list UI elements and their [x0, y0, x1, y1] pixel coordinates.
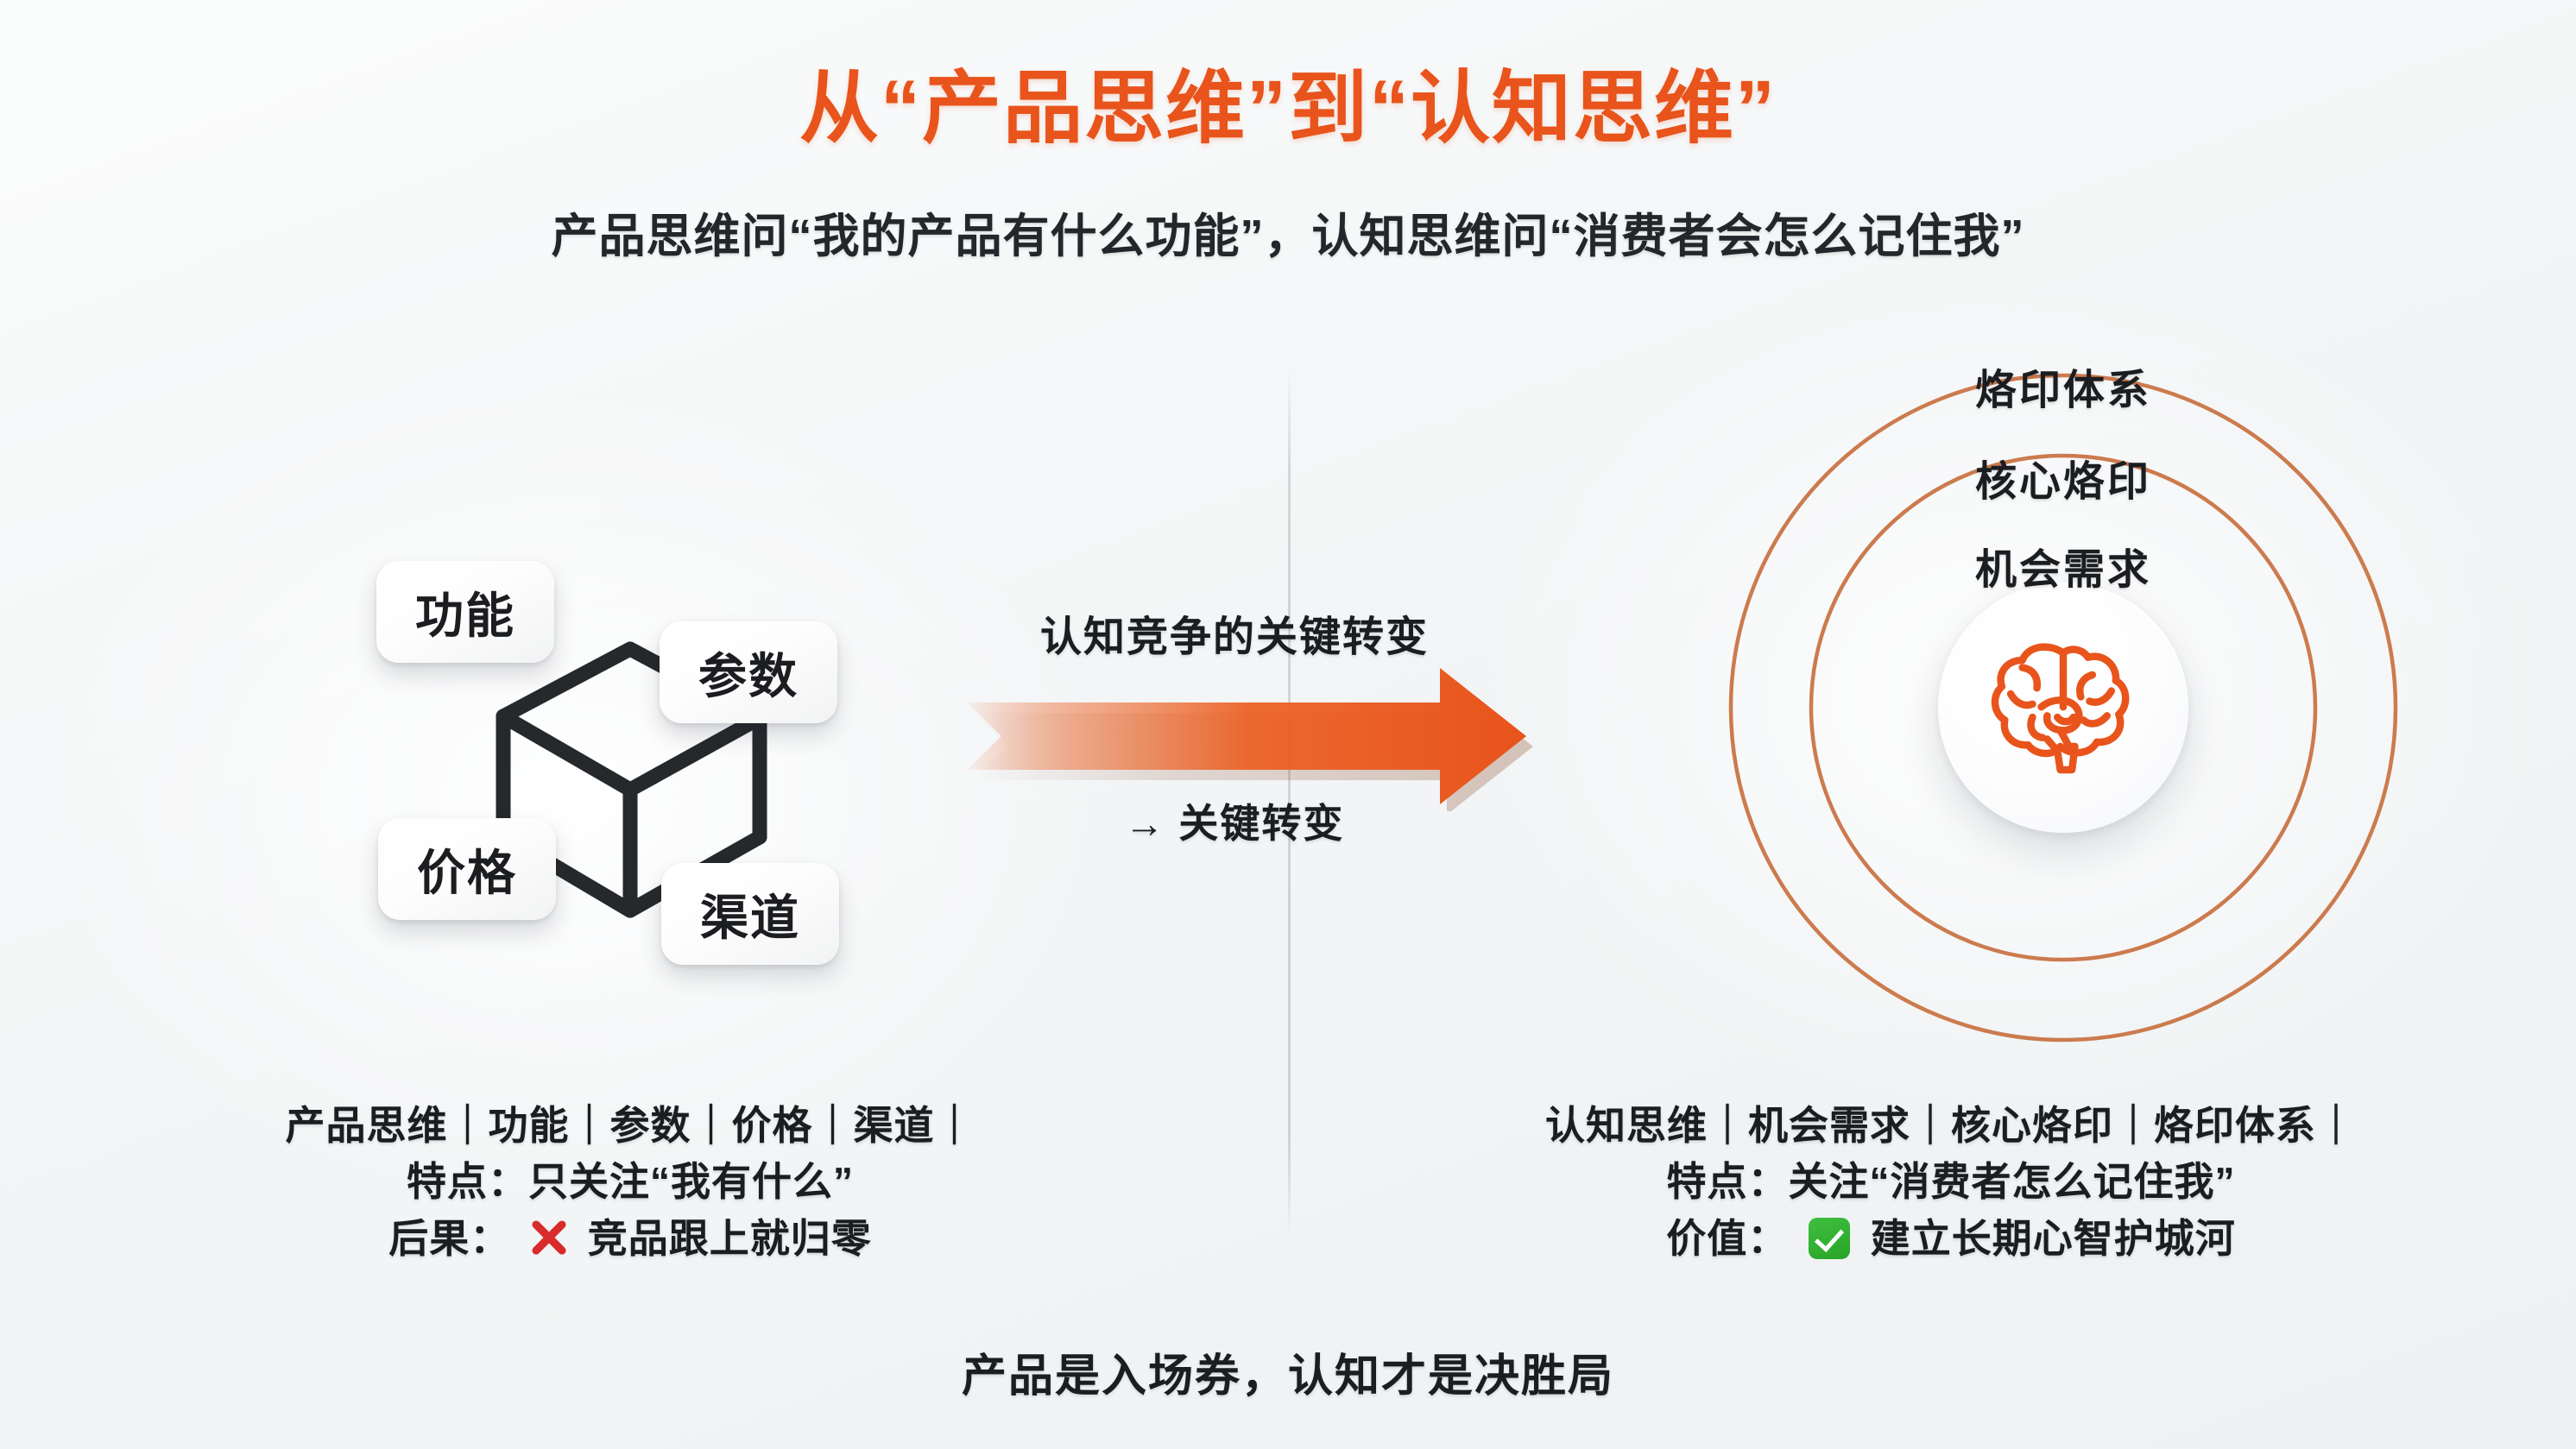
- right-summary-block: 认知思维｜机会需求｜核心烙印｜烙印体系｜ 特点：关注“消费者怎么记住我” 价值：…: [1424, 1098, 2478, 1267]
- left-summary-trait: 特点：只关注“我有什么”: [407, 1159, 854, 1205]
- product-cube-diagram: 功能 参数 价格 渠道: [371, 518, 906, 965]
- right-value-prefix: 价值：: [1666, 1215, 1789, 1261]
- cube-chip-jiage[interactable]: 价格: [378, 818, 556, 920]
- footer-slogan: 产品是入场券，认知才是决胜局: [961, 1351, 1614, 1402]
- right-summary-chain: 认知思维｜机会需求｜核心烙印｜烙印体系｜: [1545, 1103, 2357, 1148]
- left-result-prefix: 后果：: [388, 1215, 511, 1261]
- cube-chip-canshu[interactable]: 参数: [660, 621, 837, 723]
- ring-label-outer: 烙印体系: [1974, 368, 2151, 413]
- brain-icon: [1991, 643, 2130, 774]
- arrow-caption-top: 认知竞争的关键转变: [1039, 614, 1429, 660]
- page-title: 从“产品思维”到“认知思维”: [799, 65, 1777, 153]
- right-summary-trait: 特点：关注“消费者怎么记住我”: [1666, 1159, 2236, 1205]
- ring-label-middle: 核心烙印: [1974, 459, 2151, 505]
- right-summary-value: 价值： 建立长期心智护城河: [1424, 1211, 2478, 1267]
- cube-chip-gongneng[interactable]: 功能: [376, 561, 554, 663]
- page-subtitle: 产品思维问“我的产品有什么功能”，认知思维问“消费者会怎么记住我”: [551, 211, 2025, 262]
- cube-chip-label: 价格: [417, 845, 517, 900]
- concentric-rings-icon: [1728, 373, 2398, 1043]
- brand-imprint-rings-diagram: 烙印体系 核心烙印 机会需求: [1718, 362, 2409, 1053]
- arrow-caption-bottom: → 关键转变: [1124, 801, 1345, 846]
- cube-chip-qudao[interactable]: 渠道: [661, 863, 839, 965]
- cross-mark-icon: [532, 1220, 566, 1255]
- cube-chip-label: 参数: [698, 648, 799, 703]
- left-summary-chain: 产品思维｜功能｜参数｜价格｜渠道｜: [285, 1103, 975, 1148]
- ring-label-inner: 机会需求: [1974, 547, 2151, 593]
- left-summary-result: 后果： 竞品跟上就归零: [104, 1211, 1157, 1267]
- right-arrow-icon: [967, 668, 1533, 811]
- vertical-divider: [1288, 369, 1291, 1241]
- check-mark-icon: [1809, 1217, 1850, 1259]
- right-value-text: 建立长期心智护城河: [1870, 1215, 2236, 1261]
- cube-chip-label: 功能: [415, 588, 515, 643]
- left-summary-block: 产品思维｜功能｜参数｜价格｜渠道｜ 特点：只关注“我有什么” 后果： 竞品跟上就…: [104, 1098, 1157, 1267]
- left-result-text: 竞品跟上就归零: [587, 1215, 872, 1261]
- cube-chip-label: 渠道: [700, 890, 800, 945]
